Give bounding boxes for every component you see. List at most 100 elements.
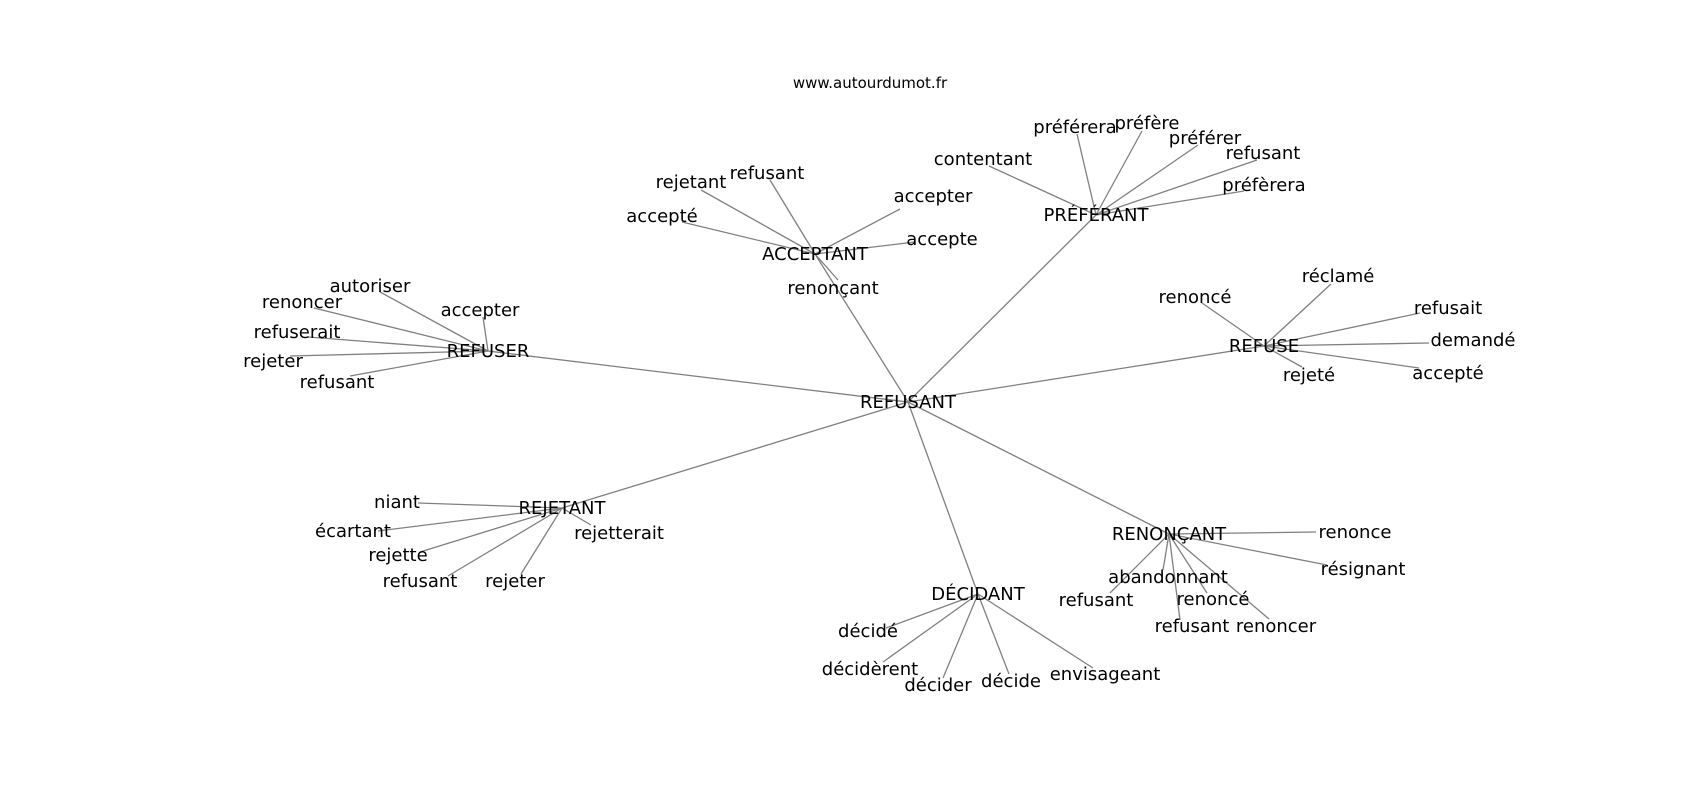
hub-node-acceptant: ACCEPTANT bbox=[762, 244, 869, 265]
leaf-node-refuse-reclame: réclamé bbox=[1302, 266, 1375, 287]
hub-node-preferant: PRÉFÉRANT bbox=[1043, 204, 1149, 226]
leaf-node-refuser-rejeter: rejeter bbox=[243, 351, 303, 372]
edge-refuse-rejete bbox=[1263, 345, 1303, 368]
edge-rejetant-refusant bbox=[447, 507, 563, 577]
edge-acceptant-accepter bbox=[814, 208, 901, 255]
leaf-node-rejetant-rejetterait: rejetterait bbox=[574, 523, 664, 544]
leaf-node-refuser-refusant: refusant bbox=[300, 372, 375, 393]
edge-preferant-preferer bbox=[1095, 144, 1199, 216]
leaf-node-refuse-demande: demandé bbox=[1431, 330, 1516, 351]
edge-decidant-envisageant bbox=[977, 593, 1094, 669]
edge-decidant-decide bbox=[977, 593, 1010, 675]
leaf-node-renoncant-refusant: refusant bbox=[1155, 616, 1230, 637]
edge-center-decidant bbox=[907, 401, 979, 595]
leaf-node-refuser-autoriser: autoriser bbox=[330, 276, 411, 297]
edge-acceptant-accepte bbox=[681, 221, 816, 255]
edge-refuse-refusait bbox=[1263, 312, 1421, 347]
edge-rejetant-rejeter bbox=[520, 507, 563, 575]
edge-decidant-decider bbox=[942, 593, 979, 679]
edge-refuser-autoriser bbox=[379, 291, 489, 352]
leaf-node-preferant-preferera: préfèrera bbox=[1222, 175, 1305, 196]
leaf-node-decidant-decide: décide bbox=[981, 671, 1041, 692]
edge-rejetant-rejette bbox=[419, 507, 563, 553]
edge-refuser-renoncer bbox=[313, 307, 489, 352]
leaf-node-decidant-envisageant: envisageant bbox=[1050, 664, 1161, 685]
edge-preferant-preferera bbox=[1076, 133, 1097, 216]
edge-refuse-reclame bbox=[1263, 283, 1332, 347]
leaf-node-decidant-decider: décider bbox=[904, 675, 972, 696]
leaf-node-refuser-renoncer: renoncer bbox=[262, 292, 343, 313]
hub-node-refuse: REFUSE bbox=[1229, 336, 1299, 357]
edge-refuser-refusant bbox=[349, 350, 489, 377]
edge-acceptant-rejetant bbox=[700, 189, 816, 255]
leaf-node-preferant-preferer: préférer bbox=[1169, 128, 1242, 149]
edge-acceptant-refusant bbox=[769, 179, 816, 255]
leaf-node-preferant-contentant: contentant bbox=[934, 149, 1032, 170]
hub-node-refuser: REFUSER bbox=[447, 341, 530, 362]
edge-preferant-refusant bbox=[1095, 159, 1258, 216]
leaf-node-preferant-refusant: refusant bbox=[1226, 143, 1301, 164]
edge-center-renoncant bbox=[907, 401, 1170, 535]
edge-decidant-decide bbox=[885, 593, 979, 629]
leaf-node-renoncant-resignant: résignant bbox=[1321, 559, 1406, 580]
leaf-node-refuse-rejete: rejeté bbox=[1283, 365, 1335, 386]
leaf-node-acceptant-rejetant: rejetant bbox=[656, 172, 727, 193]
leaf-node-rejetant-niant: niant bbox=[374, 492, 420, 513]
edge-rejetant-rejetterait bbox=[561, 507, 592, 526]
hub-node-renoncant: RENONÇANT bbox=[1112, 524, 1227, 545]
edge-acceptant-accepte bbox=[814, 241, 916, 255]
leaf-node-preferant-preferera: préférera bbox=[1033, 117, 1116, 138]
edge-renoncant-refusant bbox=[1109, 533, 1170, 594]
edge-refuse-accepte bbox=[1263, 345, 1420, 369]
edge-center-preferant bbox=[907, 214, 1097, 403]
edge-refuser-rejeter bbox=[289, 350, 489, 357]
leaf-node-decidant-deciderent: décidèrent bbox=[822, 659, 918, 680]
edges bbox=[289, 130, 1430, 679]
leaf-node-acceptant-accepte: accepte bbox=[906, 229, 977, 250]
leaf-node-renoncant-abandonnant: abandonnant bbox=[1108, 567, 1228, 588]
edge-renoncant-renoncer bbox=[1168, 533, 1270, 620]
edge-refuse-demande bbox=[1263, 342, 1430, 347]
edge-renoncant-renonce bbox=[1168, 531, 1317, 535]
edge-renoncant-abandonnant bbox=[1162, 533, 1170, 571]
hub-node-rejetant: REJETANT bbox=[519, 498, 607, 519]
leaf-node-renoncant-renonce: renoncé bbox=[1177, 589, 1250, 610]
leaf-node-refuse-accepte: accepté bbox=[1412, 363, 1483, 384]
leaf-node-acceptant-accepter: accepter bbox=[894, 186, 973, 207]
leaf-node-refuse-refusait: refusait bbox=[1414, 298, 1482, 319]
leaf-node-rejetant-rejette: rejette bbox=[368, 545, 427, 566]
edge-refuser-refuserait bbox=[307, 336, 489, 352]
edge-center-acceptant bbox=[814, 253, 909, 403]
edge-renoncant-renonce bbox=[1168, 533, 1208, 594]
leaf-node-refuser-refuserait: refuserait bbox=[254, 322, 341, 343]
leaf-node-acceptant-renoncant: renonçant bbox=[787, 278, 878, 299]
leaf-node-renoncant-renoncer: renoncer bbox=[1236, 616, 1317, 637]
leaf-node-refuse-renonce: renoncé bbox=[1159, 287, 1232, 308]
hub-node-decidant: DÉCIDANT bbox=[931, 583, 1025, 605]
leaf-node-acceptant-refusant: refusant bbox=[730, 163, 805, 184]
leaf-node-preferant-prefere: préfère bbox=[1115, 113, 1180, 134]
leaf-node-renoncant-renonce: renonce bbox=[1319, 522, 1392, 543]
leaf-node-decidant-decide: décidé bbox=[838, 621, 898, 642]
edge-renoncant-refusant bbox=[1168, 533, 1181, 621]
leaf-node-acceptant-accepte: accepté bbox=[626, 206, 697, 227]
edge-center-rejetant bbox=[561, 401, 909, 509]
edge-preferant-contentant bbox=[988, 165, 1097, 216]
edge-rejetant-niant bbox=[417, 502, 563, 509]
center-node: REFUSANT bbox=[860, 392, 957, 413]
edge-refuse-renonce bbox=[1201, 302, 1265, 347]
leaf-node-refuser-accepter: accepter bbox=[441, 300, 520, 321]
leaf-node-rejetant-refusant: refusant bbox=[383, 571, 458, 592]
edge-renoncant-resignant bbox=[1168, 533, 1328, 566]
edge-preferant-prefere bbox=[1095, 130, 1143, 216]
edge-rejetant-ecartant bbox=[377, 507, 563, 532]
leaf-node-rejetant-rejeter: rejeter bbox=[485, 571, 545, 592]
edge-center-refuse bbox=[907, 345, 1265, 403]
leaf-node-renoncant-refusant: refusant bbox=[1059, 590, 1134, 611]
edge-preferant-preferera bbox=[1095, 190, 1245, 216]
edge-refuser-accepter bbox=[482, 316, 489, 352]
leaf-node-rejetant-ecartant: écartant bbox=[315, 521, 391, 542]
edge-center-refuser bbox=[487, 350, 909, 403]
